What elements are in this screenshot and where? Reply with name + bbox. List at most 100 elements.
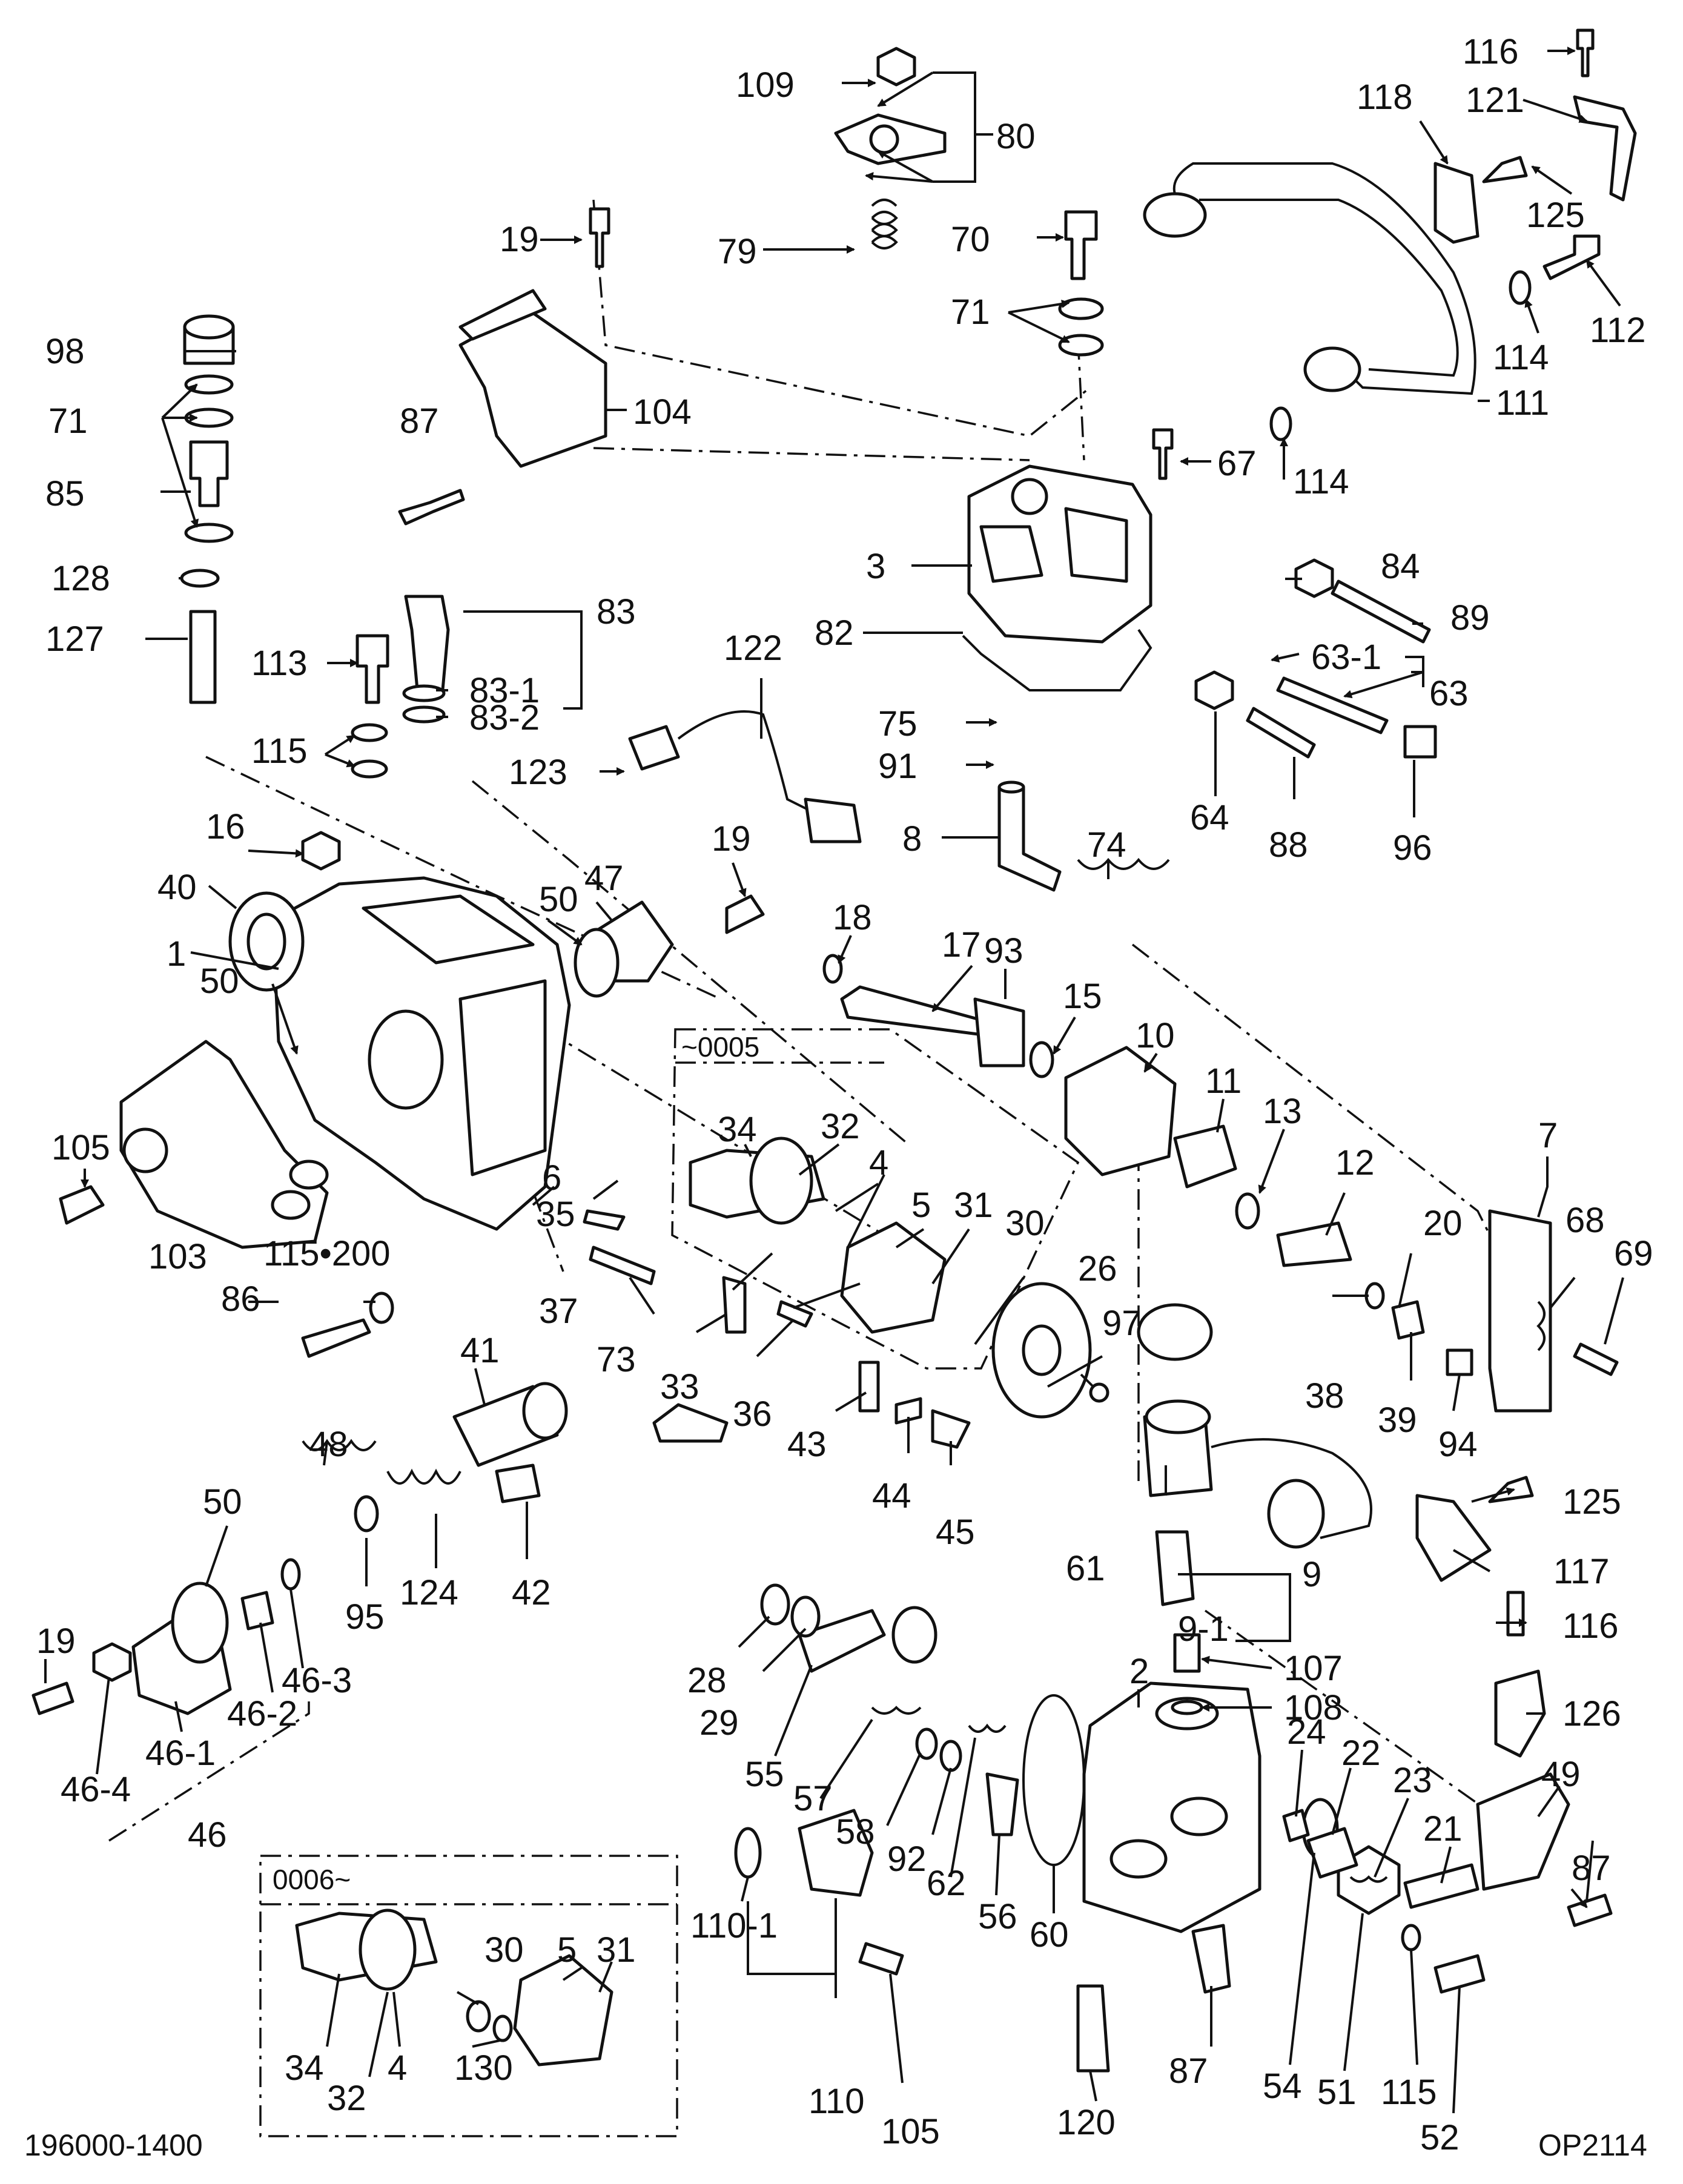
actuator-110 [798, 1809, 874, 1897]
callout-107: 107 [1284, 1649, 1343, 1688]
washer-13 [1235, 1192, 1260, 1230]
bracket-120 [1076, 1984, 1110, 2073]
callout-7: 7 [1538, 1116, 1558, 1155]
callout-32b: 32 [327, 2079, 366, 2118]
bolt-70 [1064, 210, 1098, 280]
callout-114b: 114 [1293, 462, 1349, 501]
callout-52: 52 [1420, 2118, 1460, 2157]
callout-8: 8 [902, 819, 922, 859]
callout-38: 38 [1305, 1376, 1344, 1416]
callout-9: 9 [1302, 1555, 1321, 1594]
callout-51: 51 [1317, 2073, 1357, 2112]
callout-56: 56 [978, 1897, 1017, 1936]
spring-48 [302, 1439, 377, 1451]
bolt-116a [1576, 28, 1595, 78]
plug-96 [1403, 725, 1437, 759]
variant-late-label: 0006~ [273, 1864, 351, 1895]
callout-122: 122 [724, 628, 782, 668]
bolt-125a [1482, 156, 1528, 183]
shaft-12 [1276, 1221, 1352, 1267]
bracket-49 [1476, 1772, 1570, 1891]
plate-93 [973, 997, 1025, 1067]
variant-early-label: ~0005 [681, 1031, 759, 1063]
pin-43 [858, 1361, 880, 1413]
screw-19b [725, 894, 765, 934]
variant-box-late: 0006~ [259, 1855, 678, 2137]
plug-46-2 [240, 1591, 274, 1631]
callout-110-1: 110-1 [690, 1906, 778, 1945]
collar [891, 1606, 937, 1664]
spring-68 [1536, 1301, 1546, 1351]
callout-98: 98 [45, 332, 85, 371]
bracket-121 [1573, 95, 1637, 202]
callout-121: 121 [1466, 81, 1524, 120]
callout-92: 92 [887, 1839, 927, 1879]
drawing-number: 196000-1400 [24, 2128, 203, 2162]
washer-114a [1509, 270, 1532, 305]
spring-57 [871, 1706, 922, 1715]
callout-46: 46 [188, 1815, 227, 1855]
valve-9 [1155, 1530, 1195, 1606]
callout-80: 80 [996, 117, 1036, 156]
callout-125b: 125 [1562, 1482, 1621, 1522]
variant-box-early: ~0005 [671, 1028, 1080, 1370]
bolt-87c [1567, 1893, 1613, 1927]
callout-115b: 115 [1381, 2073, 1437, 2112]
bolt-116b [1506, 1591, 1525, 1637]
spring-62 [968, 1723, 1007, 1733]
callout-21: 21 [1423, 1809, 1463, 1849]
pump-plate-5 [840, 1221, 947, 1334]
callout-110: 110 [808, 2082, 864, 2121]
callout-48: 48 [309, 1425, 348, 1464]
callout-124: 124 [400, 1573, 458, 1612]
callout-120: 120 [1057, 2103, 1116, 2142]
washer-30b [466, 2000, 491, 2033]
callout-94: 94 [1438, 1425, 1478, 1464]
callout-115-200: 115•200 [263, 1234, 391, 1273]
o-ring-18 [822, 954, 843, 984]
callout-91: 91 [878, 747, 918, 786]
o-ring-110-1 [734, 1827, 762, 1879]
callout-60: 60 [1030, 1915, 1069, 1955]
washer-115b [1401, 1924, 1421, 1951]
callout-55: 55 [745, 1755, 784, 1794]
bolt-86 [301, 1318, 371, 1358]
bushing-39 [1391, 1300, 1425, 1340]
callout-16: 16 [206, 807, 245, 846]
nut-84 [1294, 558, 1334, 598]
callout-105b: 105 [881, 2112, 940, 2151]
callout-4a: 4 [869, 1143, 888, 1183]
nut-16 [301, 831, 341, 871]
callout-49: 49 [1541, 1755, 1581, 1794]
callout-44: 44 [872, 1476, 911, 1516]
bolt-112 [1542, 234, 1601, 280]
o-ring-46-3 [280, 1558, 301, 1591]
lever-8 [997, 785, 1062, 892]
coupling-11 [1173, 1124, 1237, 1189]
callout-45: 45 [936, 1513, 975, 1552]
callout-31a: 31 [954, 1186, 993, 1225]
washer-15 [1029, 1041, 1054, 1078]
bracket-7 [1488, 1209, 1552, 1413]
callout-54: 54 [1263, 2067, 1302, 2106]
callout-84: 84 [1381, 547, 1420, 586]
callout-83-2: 83-2 [469, 698, 540, 737]
bolt-87a [398, 489, 465, 526]
callout-43: 43 [787, 1425, 827, 1464]
spring-23 [1349, 1875, 1388, 1883]
callout-112: 112 [1590, 311, 1645, 350]
gear-10 [1064, 1046, 1177, 1176]
callout-34a: 34 [718, 1110, 757, 1149]
bracket-118 [1433, 162, 1480, 244]
callout-46-4: 46-4 [61, 1770, 131, 1809]
callout-83: 83 [597, 592, 636, 632]
bolt-88 [1246, 707, 1316, 759]
callout-130: 130 [454, 2048, 513, 2088]
washer-95 [354, 1495, 379, 1532]
screw-83 [404, 595, 450, 698]
nut-46-4 [92, 1642, 132, 1682]
drive-shaft-17 [840, 985, 995, 1037]
gear-32 [749, 1137, 813, 1225]
callout-116b: 116 [1562, 1606, 1618, 1646]
